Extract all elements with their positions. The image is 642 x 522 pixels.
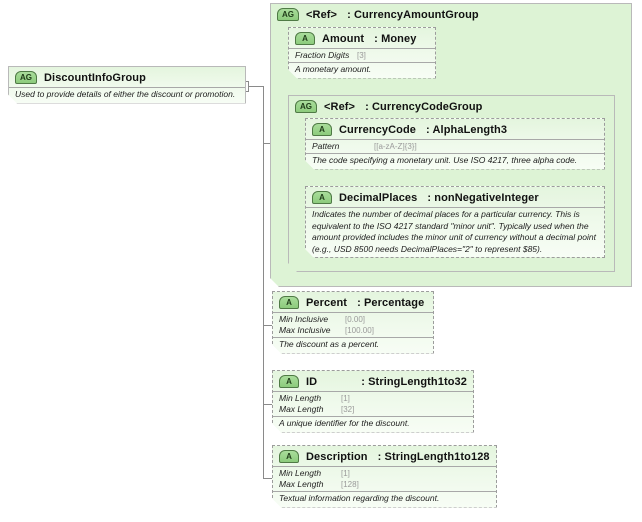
node-head-currencycode: A CurrencyCode : AlphaLength3 <box>306 119 604 139</box>
facet-value: [0.00] <box>345 315 366 324</box>
node-percent[interactable]: A Percent : Percentage Min Inclusive [0.… <box>272 291 434 354</box>
facet-value: [100.00] <box>345 326 374 335</box>
node-decimalplaces[interactable]: A DecimalPlaces : nonNegativeInteger Ind… <box>305 186 605 258</box>
attribute-badge-icon: A <box>312 123 332 136</box>
facet-value: [3] <box>357 51 366 60</box>
node-head-id: A ID : StringLength1to32 <box>273 371 473 391</box>
node-annotation-amount: A monetary amount. <box>289 62 435 78</box>
facets-amount: Fraction Digits [3] <box>289 48 435 62</box>
facet-value: [1] <box>341 469 350 478</box>
facet-label: Min Length <box>279 468 322 478</box>
connector-spine-root <box>263 86 264 478</box>
node-id[interactable]: A ID : StringLength1to32 Min Length [1] … <box>272 370 474 433</box>
connector-branch-currencyamountgroup <box>263 143 271 144</box>
node-title-currencycode: CurrencyCode <box>339 123 416 136</box>
node-annotation-currencycode: The code specifying a monetary unit. Use… <box>306 153 604 169</box>
facet-row: Fraction Digits [3] <box>295 50 429 61</box>
facet-label: Max Inclusive <box>279 325 331 335</box>
node-annotation-discountinfogroup: Used to provide details of either the di… <box>9 87 245 103</box>
connector-branch-id <box>263 404 272 405</box>
facet-row: Max Inclusive [100.00] <box>279 325 427 336</box>
facet-row: Min Length [1] <box>279 468 490 479</box>
facet-row: Max Length [128] <box>279 479 490 490</box>
attribute-badge-icon: A <box>295 32 315 45</box>
attribute-badge-icon: A <box>279 296 299 309</box>
node-amount[interactable]: A Amount : Money Fraction Digits [3] A m… <box>288 27 436 79</box>
node-head-currencyamountgroup: AG <Ref> : CurrencyAmountGroup <box>271 4 631 24</box>
node-title-currencyamountgroup: <Ref> <box>306 8 338 21</box>
node-title-id: ID <box>306 375 318 388</box>
node-annotation-decimalplaces: Indicates the number of decimal places f… <box>306 207 604 257</box>
facet-row: Max Length [32] <box>279 404 467 415</box>
node-type-currencycodegroup: : CurrencyCodeGroup <box>365 100 483 113</box>
node-type-amount: : Money <box>374 32 417 45</box>
node-type-currencycode: : AlphaLength3 <box>426 123 508 136</box>
facet-value: [128] <box>341 480 359 489</box>
attribute-badge-icon: A <box>312 191 332 204</box>
facet-label: Pattern <box>312 141 340 151</box>
node-discountinfogroup[interactable]: AG DiscountInfoGroup Used to provide det… <box>8 66 246 104</box>
facet-value: [1] <box>341 394 350 403</box>
node-title-amount: Amount <box>322 32 365 45</box>
facets-id: Min Length [1] Max Length [32] <box>273 391 473 416</box>
attribute-group-badge-icon: AG <box>277 8 299 21</box>
facet-label: Max Length <box>279 479 324 489</box>
attribute-badge-icon: A <box>279 375 299 388</box>
facets-currencycode: Pattern [[a-zA-Z]{3}] <box>306 139 604 153</box>
facet-label: Min Inclusive <box>279 314 329 324</box>
facet-row: Pattern [[a-zA-Z]{3}] <box>312 141 598 152</box>
connector-branch-description <box>263 478 272 479</box>
node-currencycode[interactable]: A CurrencyCode : AlphaLength3 Pattern [[… <box>305 118 605 170</box>
node-title-description: Description <box>306 450 368 463</box>
node-type-currencyamountgroup: : CurrencyAmountGroup <box>347 8 479 21</box>
attribute-group-badge-icon: AG <box>15 71 37 84</box>
node-description[interactable]: A Description : StringLength1to128 Min L… <box>272 445 497 508</box>
node-title-currencycodegroup: <Ref> <box>324 100 356 113</box>
node-type-id: : StringLength1to32 <box>361 375 467 388</box>
facet-row: Min Inclusive [0.00] <box>279 314 427 325</box>
node-head-percent: A Percent : Percentage <box>273 292 433 312</box>
node-head-currencycodegroup: AG <Ref> : CurrencyCodeGroup <box>289 96 614 116</box>
node-title-discountinfogroup: DiscountInfoGroup <box>44 71 146 84</box>
node-type-percent: : Percentage <box>357 296 425 309</box>
facet-row: Min Length [1] <box>279 393 467 404</box>
facet-value: [[a-zA-Z]{3}] <box>374 142 417 151</box>
node-head-decimalplaces: A DecimalPlaces : nonNegativeInteger <box>306 187 604 207</box>
node-head-discountinfogroup: AG DiscountInfoGroup <box>9 67 245 87</box>
facet-label: Max Length <box>279 404 324 414</box>
attribute-group-badge-icon: AG <box>295 100 317 113</box>
node-head-amount: A Amount : Money <box>289 28 435 48</box>
node-annotation-id: A unique identifier for the discount. <box>273 416 473 432</box>
node-annotation-description: Textual information regarding the discou… <box>273 491 496 507</box>
node-head-description: A Description : StringLength1to128 <box>273 446 496 466</box>
facets-percent: Min Inclusive [0.00] Max Inclusive [100.… <box>273 312 433 337</box>
node-title-decimalplaces: DecimalPlaces <box>339 191 418 204</box>
facets-description: Min Length [1] Max Length [128] <box>273 466 496 491</box>
facet-label: Fraction Digits <box>295 50 350 60</box>
facet-value: [32] <box>341 405 355 414</box>
connector-branch-percent <box>263 325 272 326</box>
attribute-badge-icon: A <box>279 450 299 463</box>
node-type-decimalplaces: : nonNegativeInteger <box>427 191 539 204</box>
node-annotation-percent: The discount as a percent. <box>273 337 433 353</box>
facet-label: Min Length <box>279 393 322 403</box>
node-type-description: : StringLength1to128 <box>377 450 490 463</box>
connector-toggle-out <box>249 86 263 87</box>
node-title-percent: Percent <box>306 296 348 309</box>
